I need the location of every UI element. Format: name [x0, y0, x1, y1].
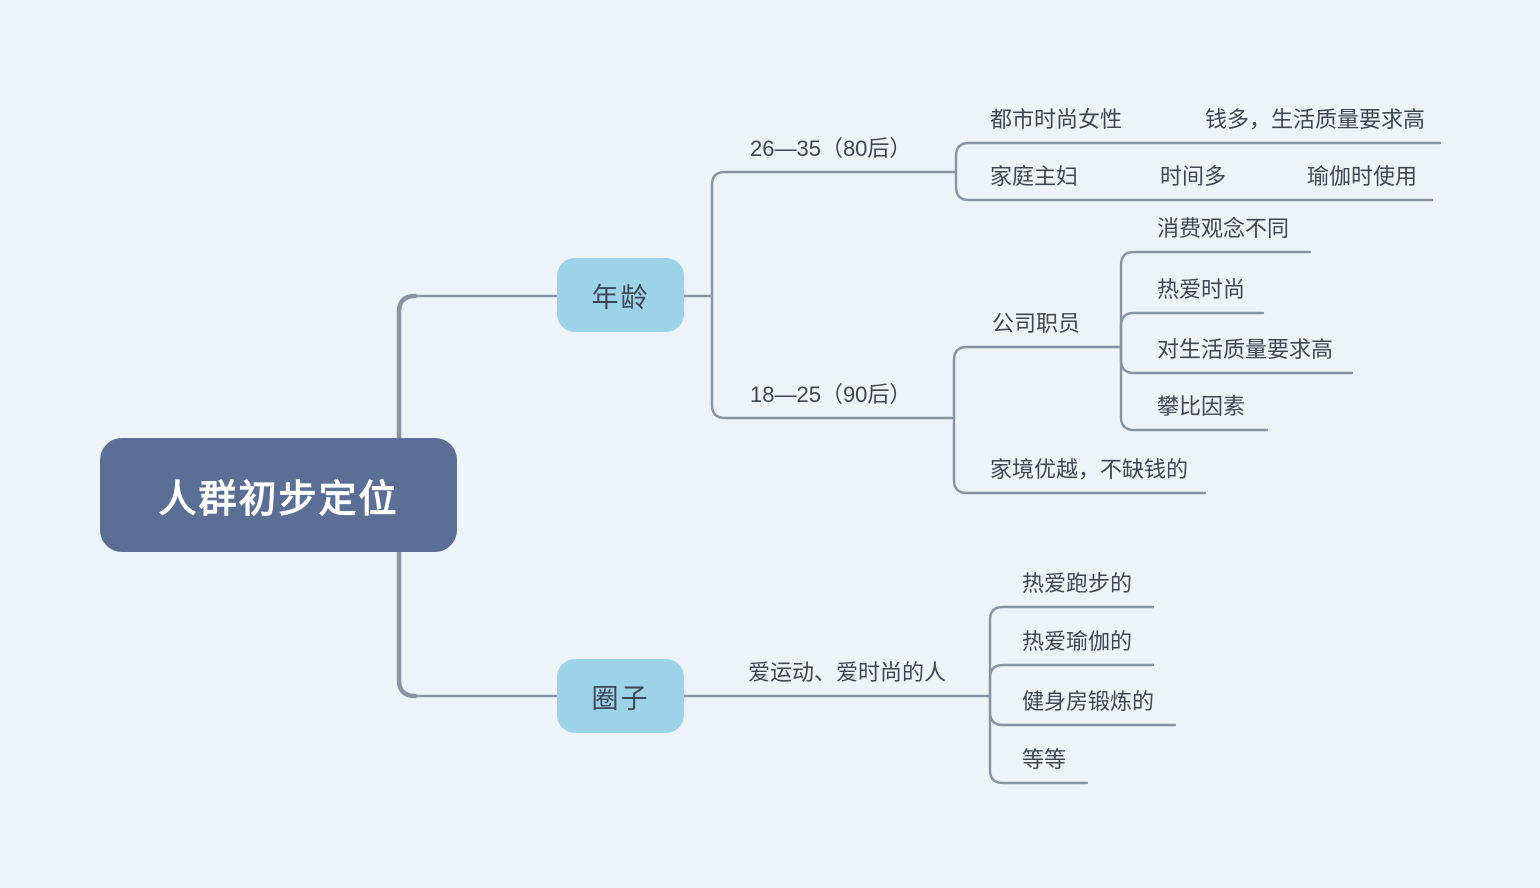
topic-sport-fashion-people[interactable]: 爱运动、爱时尚的人 [748, 660, 947, 685]
topic-loves-running[interactable]: 热爱跑步的 [1022, 571, 1133, 596]
topic-wealthy-family[interactable]: 家境优越，不缺钱的 [990, 457, 1189, 482]
topic-more-time[interactable]: 时间多 [1160, 164, 1227, 189]
topic-gym-exercisers[interactable]: 健身房锻炼的 [1022, 689, 1155, 714]
topic-etc[interactable]: 等等 [1022, 747, 1067, 772]
topic-age-26-35[interactable]: 26—35（80后） [750, 136, 912, 161]
topic-loves-fashion[interactable]: 热爱时尚 [1157, 277, 1246, 302]
branch-node-age-label: 年龄 [591, 282, 650, 313]
branch-node-age[interactable]: 年龄 [557, 258, 684, 332]
topic-loves-yoga[interactable]: 热爱瑜伽的 [1022, 629, 1133, 654]
topic-urban-fashion-women[interactable]: 都市时尚女性 [990, 107, 1123, 132]
root-node[interactable]: 人群初步定位 [100, 438, 457, 552]
branch-node-circle[interactable]: 圈子 [557, 659, 684, 733]
topic-different-consumption[interactable]: 消费观念不同 [1157, 216, 1290, 241]
branch-node-circle-label: 圈子 [591, 683, 650, 714]
root-node-label: 人群初步定位 [158, 478, 399, 521]
topic-housewife[interactable]: 家庭主妇 [990, 164, 1079, 189]
topic-rich-high-quality[interactable]: 钱多，生活质量要求高 [1205, 107, 1426, 132]
topic-use-during-yoga[interactable]: 瑜伽时使用 [1307, 164, 1418, 189]
topic-office-worker[interactable]: 公司职员 [992, 311, 1081, 336]
topic-comparison-factor[interactable]: 攀比因素 [1157, 394, 1246, 419]
topic-age-18-25[interactable]: 18—25（90后） [750, 382, 912, 407]
topic-high-life-quality[interactable]: 对生活质量要求高 [1157, 337, 1334, 362]
